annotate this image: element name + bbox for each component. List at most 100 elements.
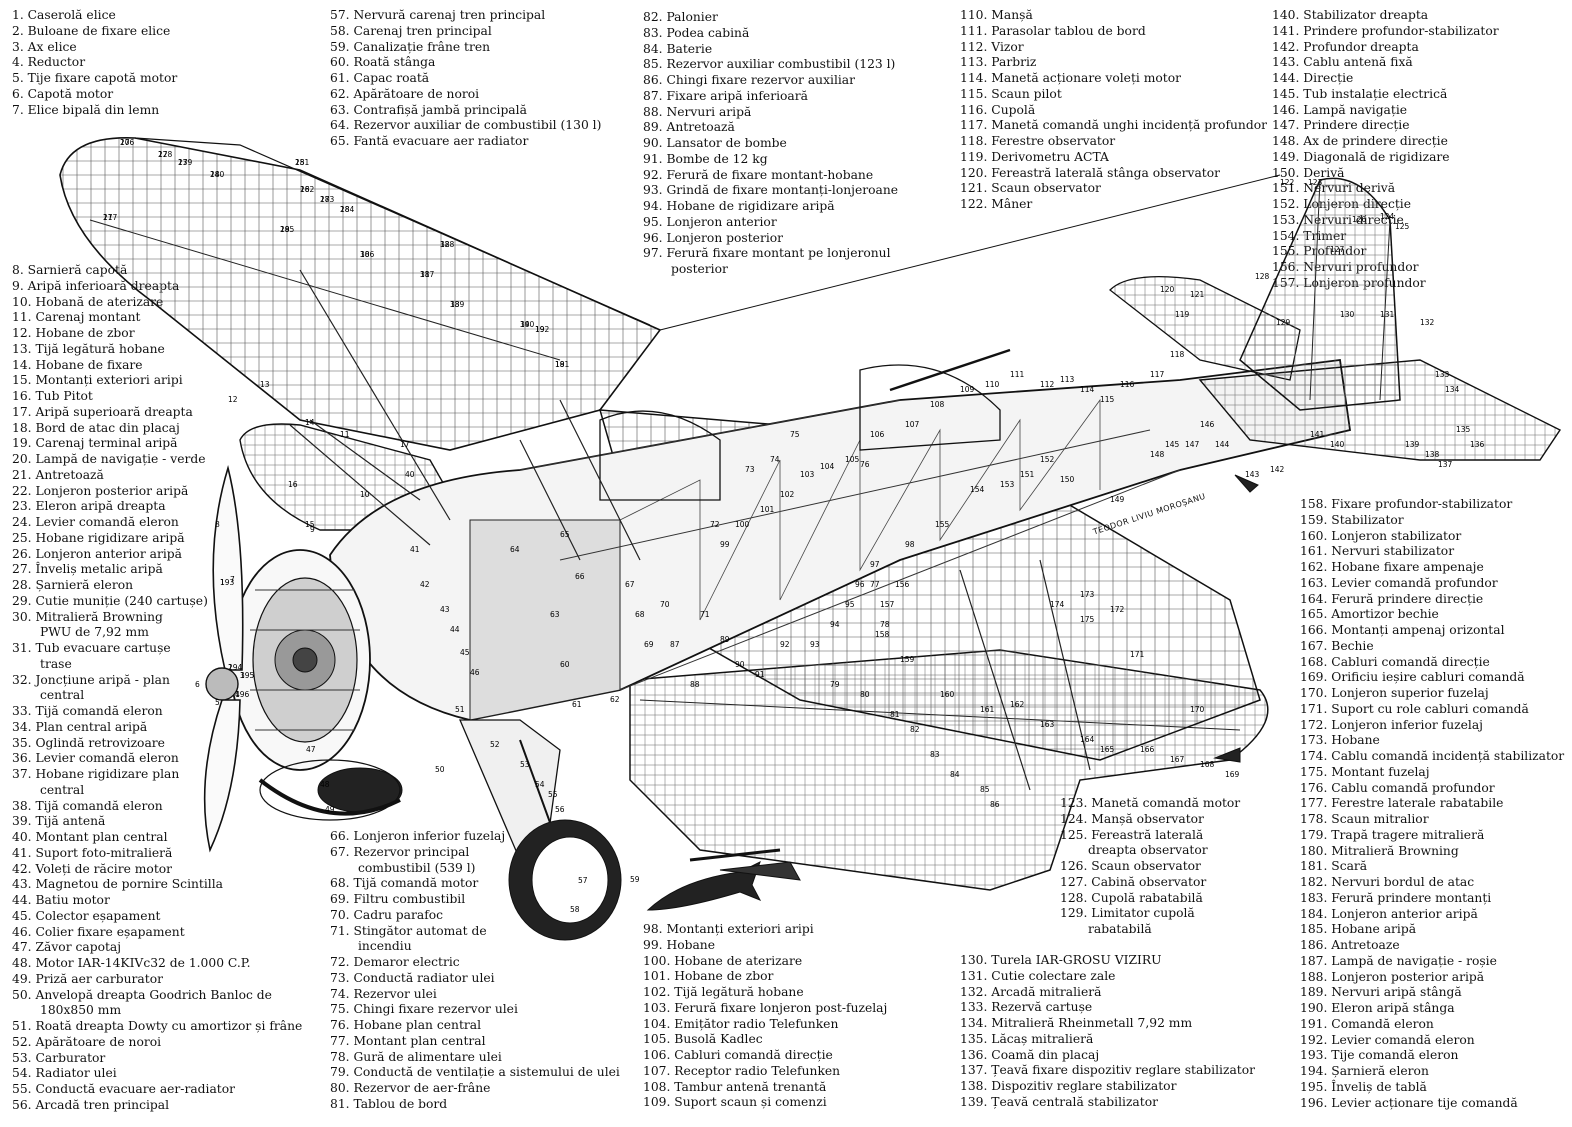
- callout-number: 187: [420, 270, 435, 279]
- legend-item: 42. Voleți de răcire motor: [12, 861, 173, 876]
- callout-number: 117: [1150, 370, 1165, 379]
- legend-item: 190. Eleron aripă stânga: [1300, 1001, 1455, 1015]
- callout-number: 33: [450, 300, 460, 309]
- callout-number: 153: [1000, 480, 1015, 489]
- legend-item: 112. Vizor: [960, 39, 1024, 54]
- legend-item: 187. Lampă de navigație - roșie: [1300, 953, 1497, 968]
- legend-item: 139. Țeavă centrală stabilizator: [960, 1094, 1158, 1109]
- right-wheel: [259, 759, 401, 821]
- callout-number: 161: [980, 705, 995, 714]
- legend-item: 56. Arcadă tren principal: [12, 1097, 170, 1112]
- legend-item: 24. Levier comandă eleron: [12, 515, 179, 529]
- callout-number: 22: [158, 150, 168, 159]
- legend-item: 172. Lonjeron inferior fuzelaj: [1300, 717, 1483, 732]
- legend-item: 1. Caserolă elice: [12, 8, 116, 22]
- legend-item: 144. Direcție: [1272, 71, 1354, 85]
- legend-item: 69. Filtru combustibil: [330, 892, 466, 906]
- callout-number: 100: [735, 520, 750, 529]
- legend-item: 123. Manetă comandă motor: [1060, 796, 1241, 810]
- callout-number: 169: [1225, 770, 1240, 779]
- legend-item: 108. Tambur antenă trenantă: [643, 1079, 827, 1094]
- legend-item: 17. Aripă superioară dreapta: [12, 404, 193, 419]
- callout-number: 61: [572, 700, 582, 709]
- callout-number: 30: [360, 250, 370, 259]
- legend-item: 51. Roată dreapta Dowty cu amortizor și …: [12, 1019, 303, 1033]
- callout-number: 75: [790, 430, 800, 439]
- legend-item: 62. Apărătoare de noroi: [330, 86, 480, 101]
- legend-item: 26. Lonjeron anterior aripă: [12, 546, 182, 561]
- legend-item: 61. Capac roată: [330, 71, 430, 85]
- legend-item: 20. Lampă de navigație - verde: [12, 452, 206, 466]
- tail-skid: [1234, 474, 1259, 493]
- callout-number: 172: [1110, 605, 1125, 614]
- callout-number: 96: [855, 580, 865, 589]
- legend-item: 166. Montanți ampenaj orizontal: [1300, 623, 1505, 637]
- callout-number: 125: [1395, 222, 1410, 231]
- legend-item: 137. Țeavă fixare dispozitiv reglare sta…: [960, 1063, 1255, 1078]
- legend-item: 180. Mitralieră Browning: [1300, 843, 1459, 858]
- callout-number: 114: [1080, 385, 1095, 394]
- callout-number: 11: [340, 430, 350, 439]
- callout-number: 89: [720, 635, 730, 644]
- callout-number: 118: [1170, 350, 1185, 359]
- legend-item: 18. Bord de atac din placaj: [12, 420, 180, 435]
- callout-number: 113: [1060, 375, 1075, 384]
- legend-item: 147. Prindere direcție: [1272, 118, 1410, 133]
- legend-item: 142. Profundor dreapta: [1272, 39, 1419, 54]
- callout-number: 175: [1080, 615, 1095, 624]
- legend-item: 188. Lonjeron posterior aripă: [1300, 969, 1485, 984]
- legend-item: 115. Scaun pilot: [960, 86, 1062, 101]
- legend-item: 113. Parbriz: [960, 55, 1037, 70]
- legend-item: 5. Tije fixare capotă motor: [12, 71, 178, 85]
- legend-item: 140. Stabilizator dreapta: [1272, 8, 1429, 22]
- legend-item: 44. Batiu motor: [12, 893, 110, 907]
- legend-item: 148. Ax de prindere direcție: [1272, 134, 1448, 148]
- legend-item: 186. Antretoaze: [1300, 938, 1400, 952]
- legend-item: 59. Canalizație frâne tren: [330, 39, 491, 54]
- callout-number: 40: [405, 470, 415, 479]
- legend-item: 94. Hobane de rigidizare aripă: [643, 199, 835, 213]
- legend-item: 196. Levier acționare tije comandă: [1300, 1095, 1518, 1110]
- callout-number: 190: [520, 320, 535, 329]
- callout-number: 156: [895, 580, 910, 589]
- callout-number: 185: [280, 225, 295, 234]
- legend-item: 71. Stingător automat de: [330, 923, 487, 938]
- callout-number: 154: [970, 485, 985, 494]
- callout-number: 145: [1165, 440, 1180, 449]
- legend-item: 146. Lampă navigație: [1272, 102, 1408, 117]
- legend-item: 53. Carburator: [12, 1050, 106, 1065]
- callout-number: 120: [1160, 285, 1175, 294]
- legend-item: 27. Înveliș metalic aripă: [12, 562, 163, 577]
- legend-item: 129. Limitator cupolă: [1060, 906, 1195, 921]
- callout-number: 126: [1352, 215, 1367, 224]
- legend-item: 16. Tub Pitot: [12, 389, 93, 403]
- callout-number: 110: [985, 380, 1000, 389]
- legend-item: 174. Cablu comandă incidență stabilizato…: [1300, 749, 1565, 763]
- callout-number: 77: [870, 580, 880, 589]
- callout-number: 173: [1080, 590, 1095, 599]
- callout-number: 59: [630, 875, 640, 884]
- callout-number: 90: [735, 660, 745, 669]
- callout-number: 137: [1438, 460, 1453, 469]
- callout-number: 71: [700, 610, 710, 619]
- callout-number: 115: [1100, 395, 1115, 404]
- fuselage: [329, 348, 1352, 721]
- callout-number: 13: [260, 380, 270, 389]
- callout-number: 82: [910, 725, 920, 734]
- callout-number: 186: [360, 250, 375, 259]
- callout-number: 4: [235, 690, 240, 699]
- callout-number: 21: [103, 213, 113, 222]
- callout-number: 142: [1270, 465, 1285, 474]
- legend-item: 49. Priză aer carburator: [12, 971, 163, 986]
- legend-item: 86. Chingi fixare rezervor auxiliar: [643, 73, 856, 87]
- legend-item: 184. Lonjeron anterior aripă: [1300, 906, 1478, 921]
- legend-item: 67. Rezervor principal: [330, 844, 470, 859]
- legend-item: 103. Ferură fixare lonjeron post-fuzelaj: [643, 1000, 888, 1015]
- legend-item: 163. Levier comandă profundor: [1300, 575, 1498, 590]
- legend-item: 22. Lonjeron posterior aripă: [12, 483, 189, 498]
- legend-item: 116. Cupolă: [960, 102, 1036, 117]
- callout-number: 166: [1140, 745, 1155, 754]
- callout-number: 124: [1380, 212, 1395, 221]
- legend-item: dreapta observator: [1088, 843, 1208, 858]
